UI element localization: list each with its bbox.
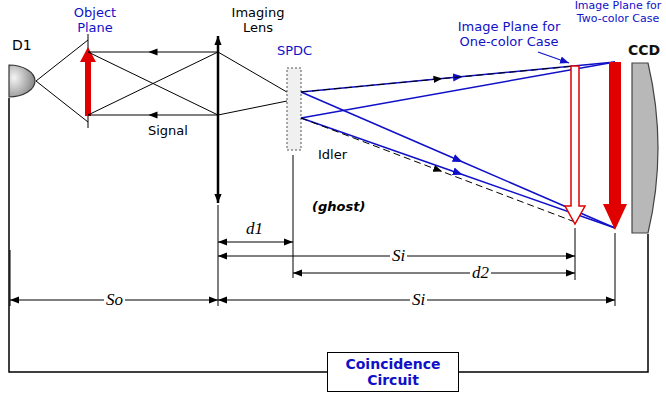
dimension-label: Si: [390, 247, 407, 265]
signal-ray: [88, 52, 218, 115]
detector-ray: [36, 40, 88, 81]
object-arrow: [85, 60, 91, 116]
beam-label: Idler: [318, 148, 347, 163]
dimension-label: d1: [244, 220, 265, 238]
node-label: D1: [12, 37, 32, 53]
crystal-label: SPDC: [277, 44, 312, 59]
ccd-camera: CCD: [630, 62, 662, 234]
node-label: Coincidence Circuit: [337, 356, 449, 388]
idler-ray: [301, 62, 615, 118]
detector-d1: D1: [6, 64, 36, 98]
signal-ray: [88, 115, 218, 116]
two-color-image-arrow: [603, 62, 627, 230]
lens-label: Imaging Lens: [226, 6, 290, 36]
coincidence-circuit-box: Coincidence Circuit: [327, 352, 459, 392]
signal-wire: [459, 234, 648, 372]
plane-label: Image Plane for Two-color Case: [572, 0, 664, 25]
signal-ray: [218, 100, 292, 115]
detector-ray: [36, 81, 88, 122]
signal-ray: [88, 52, 218, 115]
dimension-label: d2: [470, 264, 491, 282]
node-label: CCD: [628, 42, 660, 58]
beam-label: Signal: [148, 124, 188, 139]
ghost-ray: [301, 118, 575, 222]
spdc-crystal: [287, 68, 301, 150]
signal-ray: [88, 52, 218, 53]
signal-ray: [218, 52, 292, 95]
signal-wire: [9, 98, 327, 372]
plane-label: Object Plane: [62, 6, 128, 36]
extension-line: [293, 155, 294, 278]
plane-label: Image Plane for One-color Case: [452, 20, 566, 50]
ghost-ray: [301, 66, 575, 92]
extension-line: [575, 228, 576, 280]
detector-dome: [9, 65, 35, 97]
idler-ray: [301, 62, 615, 92]
imaging-lens: [217, 36, 220, 203]
pointer-line: [538, 52, 569, 63]
ghost-label: (ghost): [312, 200, 365, 215]
one-color-image-arrow: [565, 66, 585, 224]
dimension-line: [293, 273, 575, 274]
dimension-label: Si: [410, 291, 427, 309]
extension-line: [615, 233, 616, 306]
detector-outline: [6, 64, 36, 98]
dimension-label: So: [104, 291, 125, 309]
dimension-line: [218, 242, 293, 243]
ccd-body: [632, 63, 658, 233]
ccd-outline: [630, 62, 662, 234]
